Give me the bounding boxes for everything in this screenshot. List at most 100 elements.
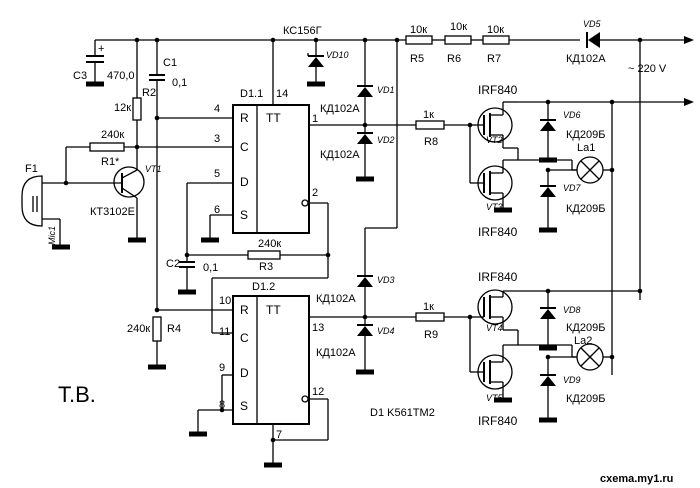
- vt5-type: IRF840: [478, 414, 518, 428]
- d11-tt: TT: [266, 111, 281, 125]
- d11-pin3: 3: [214, 133, 220, 145]
- r4-label: R4: [167, 323, 181, 335]
- vt4-type: IRF840: [478, 270, 518, 284]
- r5-label: R5: [410, 53, 424, 65]
- vd2-type: КД102А: [320, 149, 360, 161]
- r7-label: R7: [487, 53, 501, 65]
- diodes-vd3-vd4: VD3 КД102А VD4 КД102А: [316, 40, 398, 375]
- vt2-type: IRF840: [478, 83, 518, 97]
- lamp-la2: La2: [571, 335, 615, 371]
- r5-value: 10к: [410, 24, 427, 36]
- c1-value: 0,1: [172, 77, 187, 89]
- d12-pin12: 12: [312, 386, 324, 398]
- vd5-type: КД102А: [566, 53, 606, 65]
- vt2-label: VT2: [486, 135, 503, 145]
- r8-label: R8: [424, 136, 438, 148]
- d12-pin9: 9: [219, 362, 225, 374]
- capacitor-c3: + C3 470,0: [73, 40, 135, 87]
- mic-label: Mic1: [47, 226, 57, 245]
- r6-value: 10к: [450, 21, 467, 33]
- r3-label: R3: [259, 261, 273, 273]
- vt3-type: IRF840: [478, 225, 518, 239]
- d11-c: C: [240, 140, 249, 154]
- resistor-r4: 240к R4: [127, 307, 233, 370]
- diodes-vd1-vd2: VD1 КД102А VD2 КД102А: [320, 40, 395, 182]
- resistor-r3: 240к R3: [187, 238, 331, 334]
- microphone-f1: F1 Mic1: [21, 147, 70, 250]
- d12-s: S: [240, 399, 248, 413]
- zener-vd10: КС156Г VD10: [283, 25, 349, 87]
- r3-value: 240к: [258, 238, 281, 250]
- c1-label: C1: [163, 57, 177, 69]
- d12-pin7: 7: [276, 429, 282, 441]
- d11-d: D: [240, 175, 249, 189]
- d12-tt: TT: [266, 303, 281, 317]
- r8-value: 1к: [423, 109, 434, 121]
- diode-vd5: VD5 КД102А: [566, 19, 606, 65]
- r2-label: R2: [142, 87, 156, 99]
- diode-vd8: VD8 КД209Б: [539, 288, 605, 351]
- d11-pin6: 6: [214, 204, 220, 216]
- lamp-la1: La1: [571, 142, 615, 184]
- vd2-label: VD2: [377, 135, 395, 145]
- d11-pin4: 4: [214, 103, 220, 115]
- d12-pin10: 10: [219, 295, 231, 307]
- vt3-label: VT3: [486, 202, 503, 212]
- resistor-r8: 1к R8: [365, 109, 470, 148]
- diode-vd9: VD9 КД209Б: [539, 354, 605, 423]
- d12-c: C: [240, 331, 249, 345]
- mosfet-vt4: IRF840 VT4: [470, 270, 643, 345]
- vd3-label: VD3: [377, 275, 395, 285]
- d11-pin2: 2: [312, 187, 318, 199]
- ic-d1-1: R C D S TT D1.1 14 4 3 5 6 1 2: [184, 40, 365, 278]
- capacitor-c1: C1 0,1: [149, 40, 233, 310]
- la1-label: La1: [577, 142, 595, 154]
- capacitor-c2: C2 0,1: [166, 255, 218, 295]
- vd6-label: VD6: [563, 110, 581, 120]
- r7-value: 10к: [487, 24, 504, 36]
- d12-name: D1.2: [252, 281, 275, 293]
- vd4-type: КД102А: [316, 347, 356, 359]
- d12-r: R: [240, 303, 249, 317]
- transistor-vt1: VT1 КТ3102Е: [66, 164, 162, 243]
- f1-label: F1: [25, 163, 38, 175]
- c3-plus: +: [98, 43, 104, 55]
- mosfet-vt5: VT5 IRF840: [467, 314, 572, 428]
- mosfet-vt2: IRF840 VT2: [470, 83, 519, 160]
- r1-value: 240к: [101, 129, 124, 141]
- d12-pin13: 13: [312, 322, 324, 334]
- diode-vd6: VD6 КД209Б: [539, 99, 605, 163]
- diode-vd7: VD7 КД209Б: [539, 167, 605, 233]
- r4-value: 240к: [127, 323, 150, 335]
- vd10-type: КС156Г: [283, 25, 322, 37]
- d11-name: D1.1: [240, 88, 263, 100]
- vd3-type: КД102А: [316, 293, 356, 305]
- c2-label: C2: [166, 258, 180, 270]
- c3-label: C3: [73, 70, 87, 82]
- site-watermark: cxema.my1.ru: [600, 473, 673, 485]
- resistor-r9: 1к R9: [365, 301, 470, 341]
- vd7-label: VD7: [563, 183, 582, 193]
- vd8-type: КД209Б: [566, 322, 605, 334]
- d12-d: D: [240, 366, 249, 380]
- mosfet-vt3: VT3 IRF840: [467, 122, 572, 239]
- vt1-label: VT1: [145, 164, 162, 174]
- resistor-r1: 240к R1*: [63, 129, 233, 186]
- r9-value: 1к: [423, 301, 434, 313]
- supply-label: ~ 220 V: [628, 63, 667, 75]
- r9-label: R9: [424, 329, 438, 341]
- vt5-label: VT5: [486, 393, 504, 403]
- mains-terminals: ~ 220 V: [518, 36, 694, 106]
- la2-label: La2: [574, 335, 592, 347]
- vd10-label: VD10: [326, 50, 349, 60]
- d11-r: R: [240, 111, 249, 125]
- vd7-type: КД209Б: [566, 203, 605, 215]
- vd1-type: КД102А: [320, 103, 360, 115]
- resistor-r2: R2 12к: [114, 40, 156, 170]
- vt4-label: VT4: [486, 323, 503, 333]
- vd8-label: VD8: [563, 305, 581, 315]
- vd9-label: VD9: [563, 375, 581, 385]
- d11-s: S: [240, 208, 248, 222]
